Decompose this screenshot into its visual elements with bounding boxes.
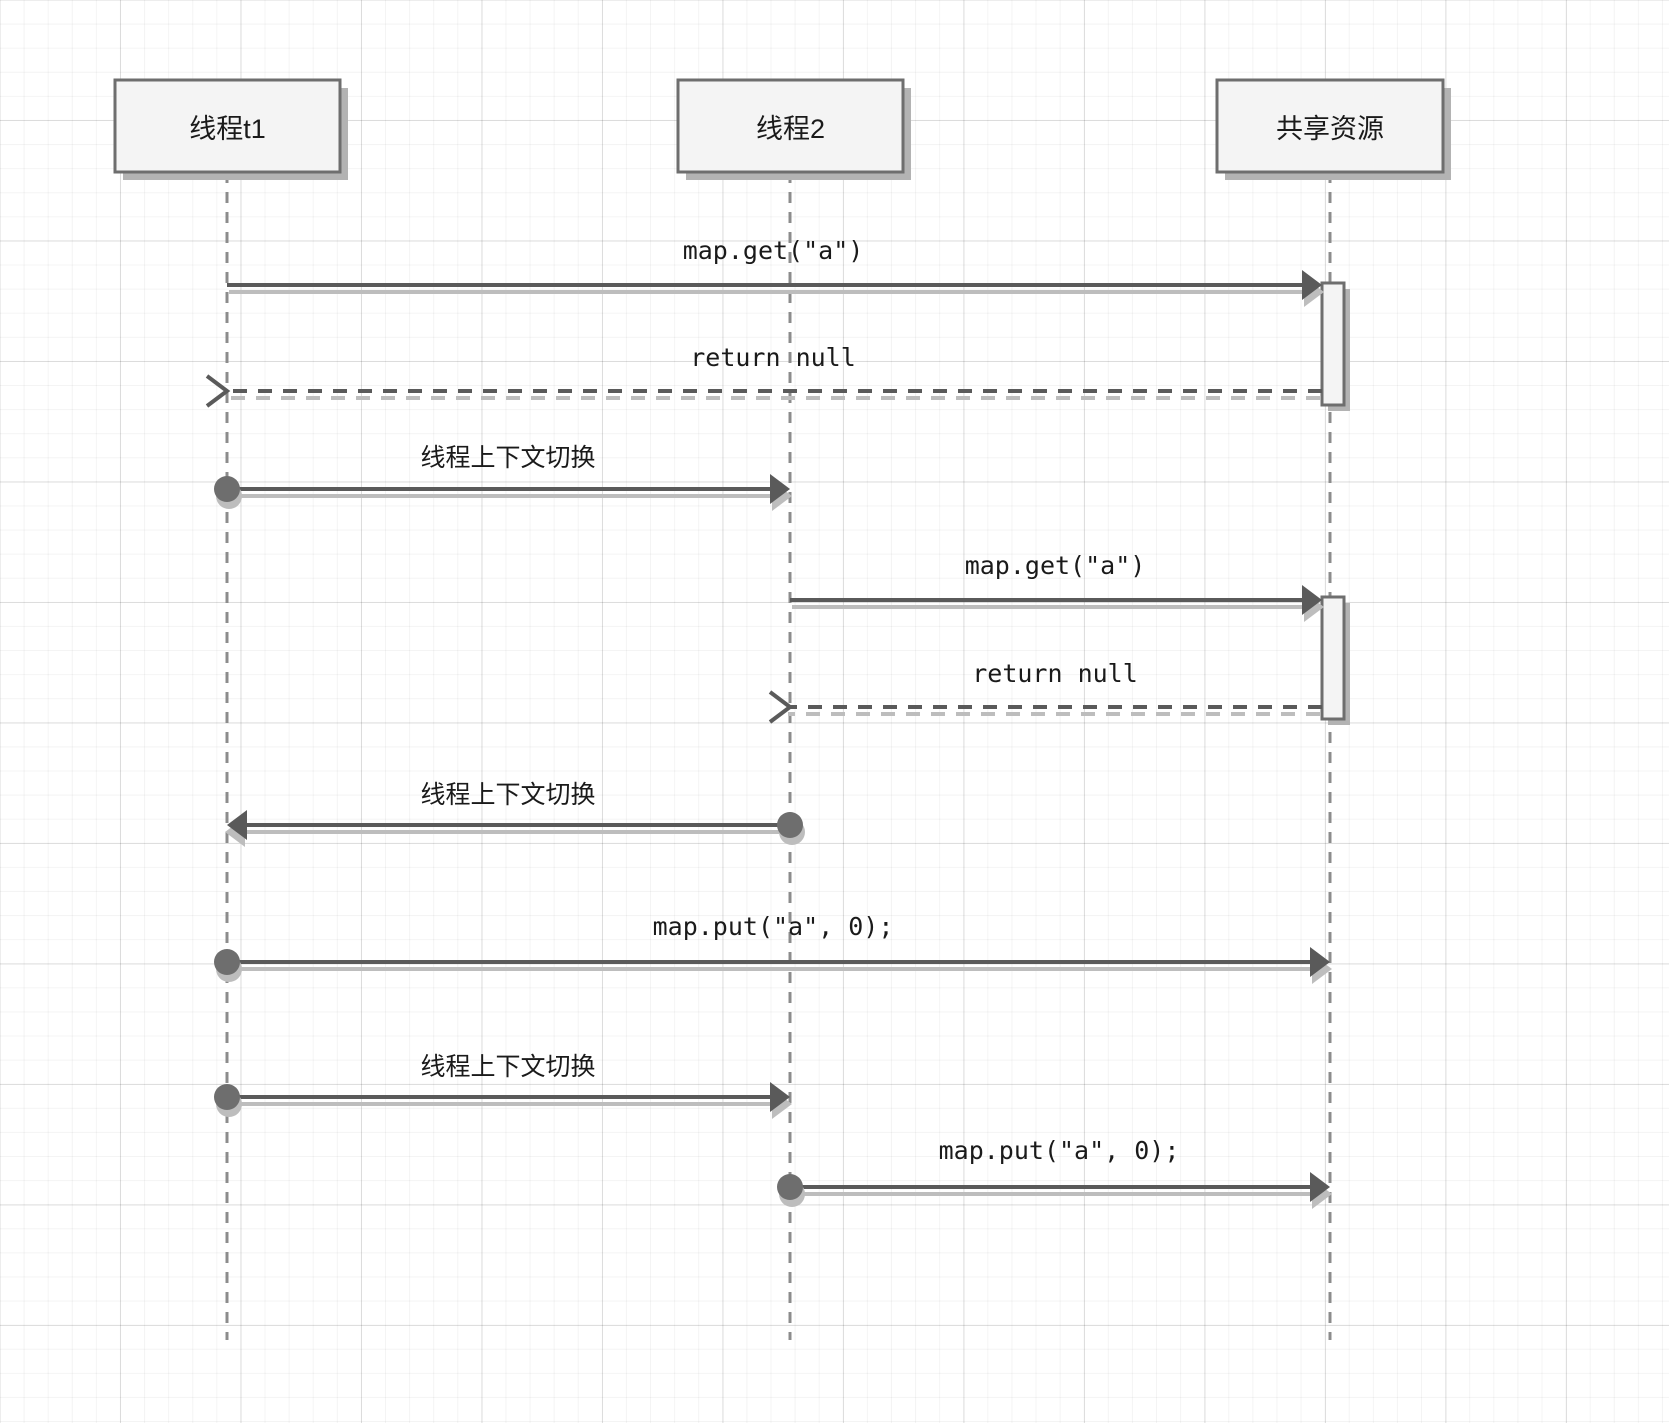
message-arrowhead-m6: [227, 810, 247, 840]
message-m4[interactable]: [790, 585, 1324, 622]
message-arrowhead-m3: [770, 474, 790, 504]
message-arrowhead-m9: [1310, 1172, 1330, 1202]
message-arrowhead-m8: [770, 1082, 790, 1112]
message-m5[interactable]: [768, 690, 1322, 724]
activation-bar-a1[interactable]: [1320, 281, 1346, 407]
participant-box-res[interactable]: [1215, 78, 1445, 174]
message-m3[interactable]: [214, 474, 792, 511]
message-arrowhead-m2: [205, 374, 231, 408]
message-arrowhead-m4: [1302, 585, 1322, 615]
message-m8[interactable]: [214, 1082, 792, 1119]
message-arrowhead-m7: [1310, 947, 1330, 977]
message-source-dot-m3: [214, 476, 240, 502]
message-source-dot-m8: [214, 1084, 240, 1110]
message-m6[interactable]: [225, 810, 805, 847]
message-source-dot-m7: [214, 949, 240, 975]
message-m7[interactable]: [214, 947, 1332, 984]
message-m9[interactable]: [777, 1172, 1332, 1209]
message-source-dot-m6: [777, 812, 803, 838]
message-arrowhead-m1: [1302, 270, 1322, 300]
message-m1[interactable]: [227, 270, 1324, 307]
participant-box-t2[interactable]: [676, 78, 905, 174]
participant-box-t1[interactable]: [113, 78, 342, 174]
activation-bar-a2[interactable]: [1320, 595, 1346, 721]
message-arrowhead-m5: [768, 690, 794, 724]
message-source-dot-m9: [777, 1174, 803, 1200]
message-m2[interactable]: [205, 374, 1322, 408]
